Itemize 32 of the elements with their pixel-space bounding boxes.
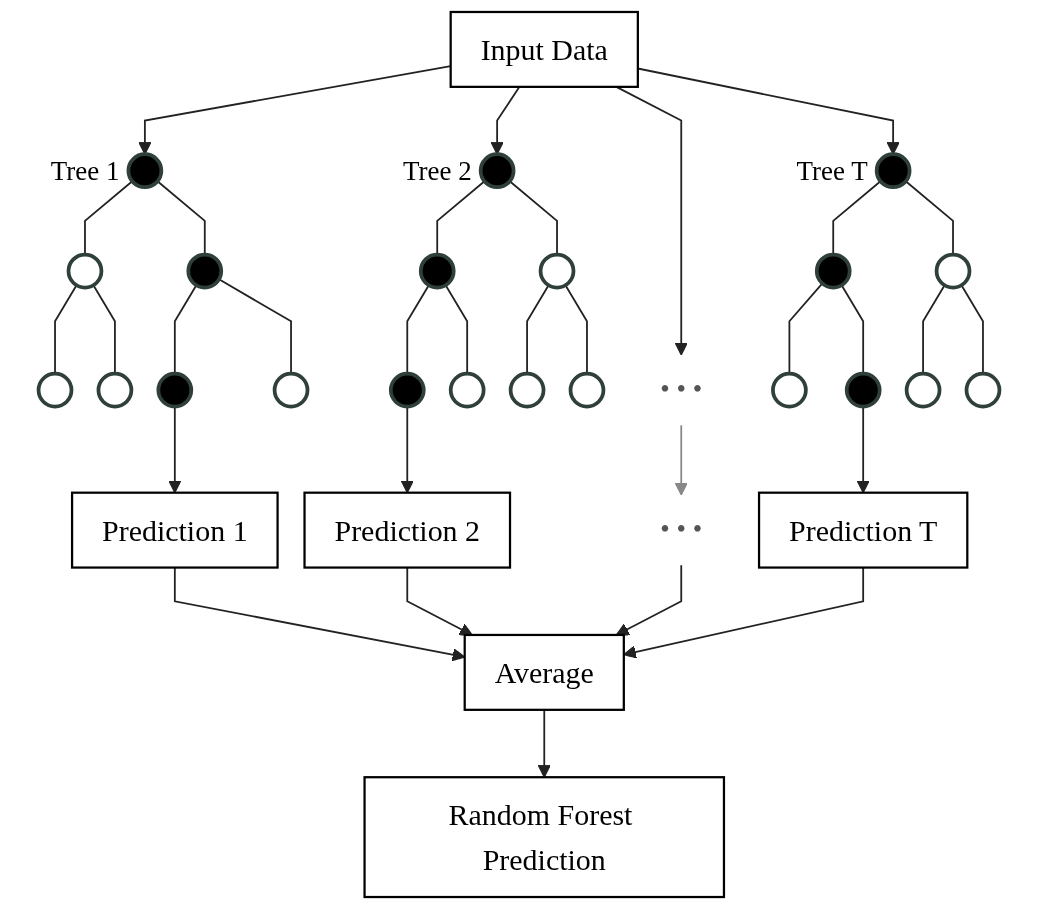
ellipsis-text: • • • bbox=[660, 514, 703, 545]
tree-node-circle bbox=[508, 371, 546, 409]
tree-label: Tree T bbox=[796, 155, 868, 186]
tree-node-circle bbox=[66, 252, 104, 290]
tree-node-circle bbox=[388, 371, 426, 409]
process-box: Prediction 2 bbox=[303, 491, 512, 569]
tree-node-circle bbox=[126, 152, 164, 190]
tree-node-circle bbox=[538, 252, 576, 290]
tree-node-circle bbox=[156, 371, 194, 409]
tree-node-circle bbox=[448, 371, 486, 409]
tree-node-circle bbox=[814, 252, 852, 290]
tree-node-circle bbox=[478, 152, 516, 190]
process-box: Prediction 1 bbox=[70, 491, 279, 569]
tree-node-circle bbox=[844, 371, 882, 409]
tree-node-circle bbox=[934, 252, 972, 290]
process-box: Prediction T bbox=[757, 491, 969, 569]
tree-node-circle bbox=[874, 152, 912, 190]
process-box: Average bbox=[463, 633, 625, 711]
tree-node-circle bbox=[186, 252, 224, 290]
tree-node-circle bbox=[36, 371, 74, 409]
tree-node-circle bbox=[964, 371, 1002, 409]
tree-label: Tree 1 bbox=[50, 155, 120, 186]
tree-node-circle bbox=[96, 371, 134, 409]
tree-label: Tree 2 bbox=[403, 155, 472, 186]
process-box: Random Forest Prediction bbox=[363, 776, 726, 899]
tree-node-circle bbox=[904, 371, 942, 409]
process-box: Input Data bbox=[449, 10, 639, 88]
tree-node-circle bbox=[418, 252, 456, 290]
tree-node-circle bbox=[272, 371, 310, 409]
tree-node-circle bbox=[568, 371, 606, 409]
tree-node-circle bbox=[771, 371, 808, 409]
ellipsis-text: • • • bbox=[660, 374, 703, 405]
